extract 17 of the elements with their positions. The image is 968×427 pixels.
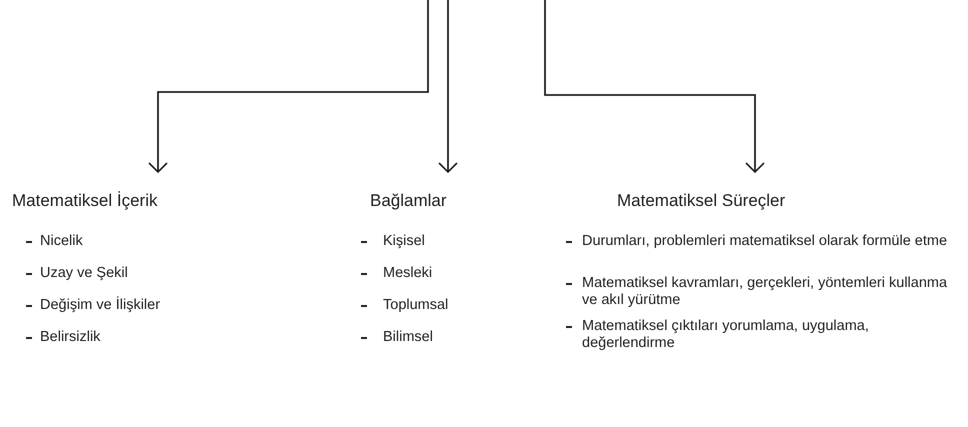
list-item-text: Değişim ve İlişkiler xyxy=(40,297,162,314)
list-item-text: Nicelik xyxy=(40,233,84,250)
category-heading: Matematiksel İçerik xyxy=(12,190,158,212)
list-item-text: Toplumsal xyxy=(383,297,450,314)
arrow xyxy=(148,0,429,173)
list-item-text: Matematiksel kavramları, gerçekleri, yöntemleri kullanma ve akıl yürütme xyxy=(582,275,948,308)
list-item-text: Mesleki xyxy=(383,265,434,282)
arrow xyxy=(544,0,765,173)
list-item-text: Bilimsel xyxy=(383,329,434,346)
list-item-text: Durumları, problemleri matematiksel olarak formüle etme xyxy=(582,233,948,250)
list-item-text: Matematiksel çıktıları yorumlama, uygulama, değerlendirme xyxy=(582,318,870,351)
list-item-text: Uzay ve Şekil xyxy=(40,265,129,282)
list-item-text: Belirsizlik xyxy=(40,329,102,346)
arrow xyxy=(438,0,458,173)
category-heading: Bağlamlar xyxy=(370,190,447,212)
list-item-text: Kişisel xyxy=(383,233,426,250)
category-heading: Matematiksel Süreçler xyxy=(617,190,786,212)
